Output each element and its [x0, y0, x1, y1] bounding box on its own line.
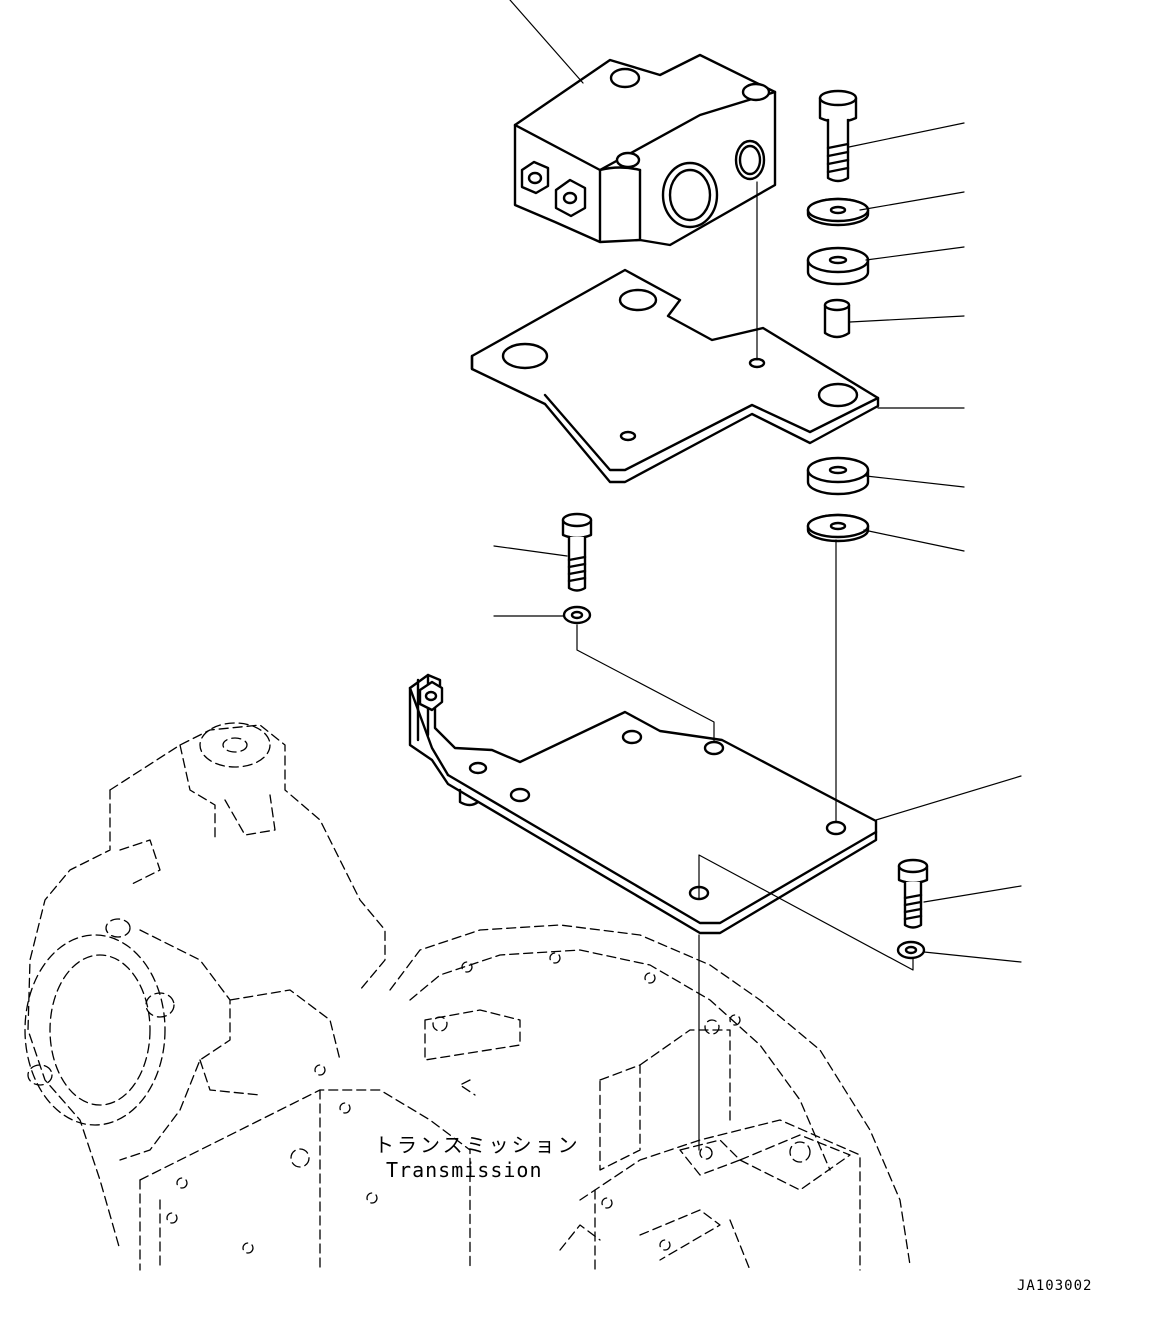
transmission-housing [24, 722, 911, 1271]
lower-washer [896, 940, 926, 960]
flat-washer-lower [806, 513, 870, 543]
spacer-collar [823, 298, 851, 339]
drawing-code: JA103002 [1017, 1278, 1092, 1294]
leader-lines [493, 0, 1022, 963]
assembly-lines [576, 181, 914, 1151]
mid-washer [562, 605, 592, 625]
upper-plate [470, 268, 880, 484]
valve-block [513, 53, 777, 247]
thick-washer-top [806, 246, 870, 286]
flat-washer-top [806, 197, 870, 227]
lower-bolt [897, 858, 929, 929]
transmission-label-en: Transmission [386, 1158, 543, 1182]
thick-washer-lower [806, 456, 870, 496]
lower-bracket [408, 673, 878, 935]
mid-bolt [561, 512, 593, 592]
transmission-label-ja: トランスミッション [374, 1133, 581, 1157]
right-bolt [818, 89, 858, 183]
